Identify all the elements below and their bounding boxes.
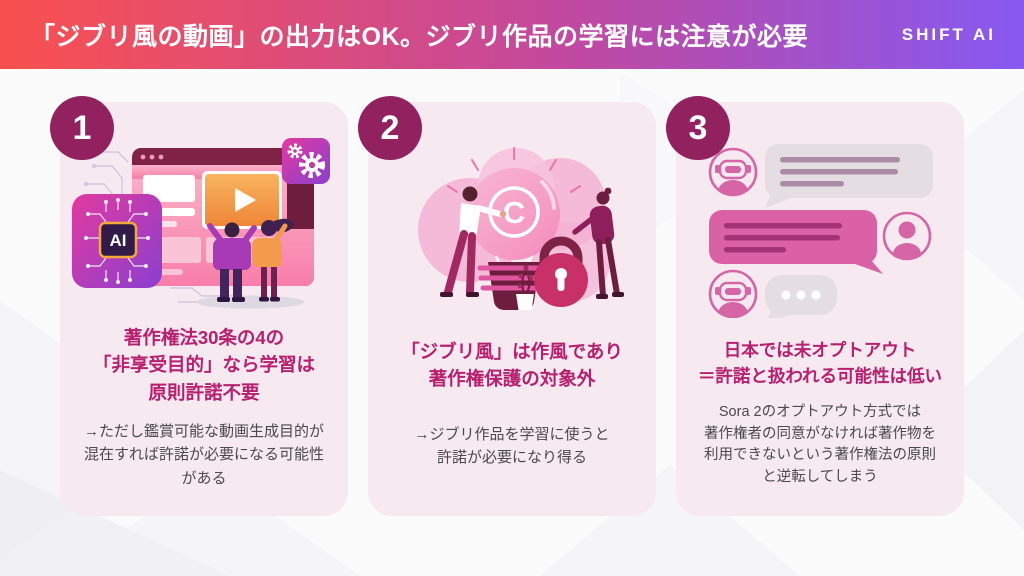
user-avatar-icon — [882, 211, 932, 261]
card-1: 1 — [50, 96, 348, 516]
card-2: 2 — [358, 96, 656, 516]
window-content-block — [143, 175, 195, 202]
card-2-heading: 「ジブリ風」は作風であり 著作権保護の対象外 — [401, 341, 623, 390]
bot-avatar-icon — [708, 147, 758, 197]
cards-row: 1 — [0, 96, 1024, 516]
card-1-number-badge: 1 — [50, 96, 114, 160]
gear-icon — [287, 143, 325, 178]
ai-chip-icon: AI — [72, 194, 162, 288]
sparkle-rays — [447, 147, 581, 193]
circuit-lines-left — [86, 151, 129, 198]
gear-badge — [282, 138, 330, 184]
ground-shadow — [196, 295, 304, 309]
copyright-illustration-svg: C — [418, 147, 624, 311]
window-dots — [140, 154, 164, 160]
card-3-body: Sora 2のオプトアウト方式では 著作権者の同意がなければ著作物を 利用できな… — [704, 403, 936, 486]
bot-avatar-icon-2 — [708, 269, 758, 318]
play-icon — [235, 188, 256, 212]
ai-chip-label: AI — [110, 231, 127, 250]
slide-title: 「ジブリ風の動画」の出力はOK。ジブリ作品の学習には注意が必要 — [30, 22, 809, 51]
video-player — [202, 171, 282, 229]
person-man — [207, 222, 257, 302]
card-3-heading: 日本では未オプトアウト ＝許諾と扱われる可能性は低い — [697, 340, 943, 386]
copyright-letter: C — [503, 195, 525, 230]
chat-conversation-illustration — [676, 102, 964, 318]
card-2-number-badge: 2 — [358, 96, 422, 160]
chat-bubble-bot-1 — [765, 144, 933, 208]
chat-bubble-user — [709, 210, 883, 274]
chip-dots — [84, 198, 150, 284]
person-right — [572, 187, 624, 299]
plant-decoration — [516, 265, 534, 310]
ai-video-illustration-svg: AI — [72, 138, 330, 309]
copyright-bulb-lock-illustration: C — [368, 102, 656, 318]
typing-bubble — [765, 275, 837, 318]
chat-illustration-svg — [708, 144, 933, 318]
ai-video-generation-illustration: AI — [60, 102, 348, 310]
card-1-body: →ただし鑑賞可能な動画生成目的が 混在すれば許諾が必要になる可能性 がある — [83, 423, 324, 487]
person-left — [440, 186, 507, 297]
padlock-icon — [534, 236, 588, 307]
card-3-number-badge: 3 — [666, 96, 730, 160]
card-3: 3 — [666, 96, 964, 516]
card-2-body: →ジブリ作品を学習に使うと 許諾が必要になり得る — [414, 425, 610, 466]
header-bar: 「ジブリ風の動画」の出力はOK。ジブリ作品の学習には注意が必要 SHIFT AI — [0, 0, 1024, 69]
card-1-heading: 著作権法30条の4の 「非享受目的」なら学習は 原則許諾不要 — [92, 327, 315, 403]
shift-ai-logo: SHIFT AI — [901, 24, 996, 44]
person-woman — [252, 218, 294, 302]
